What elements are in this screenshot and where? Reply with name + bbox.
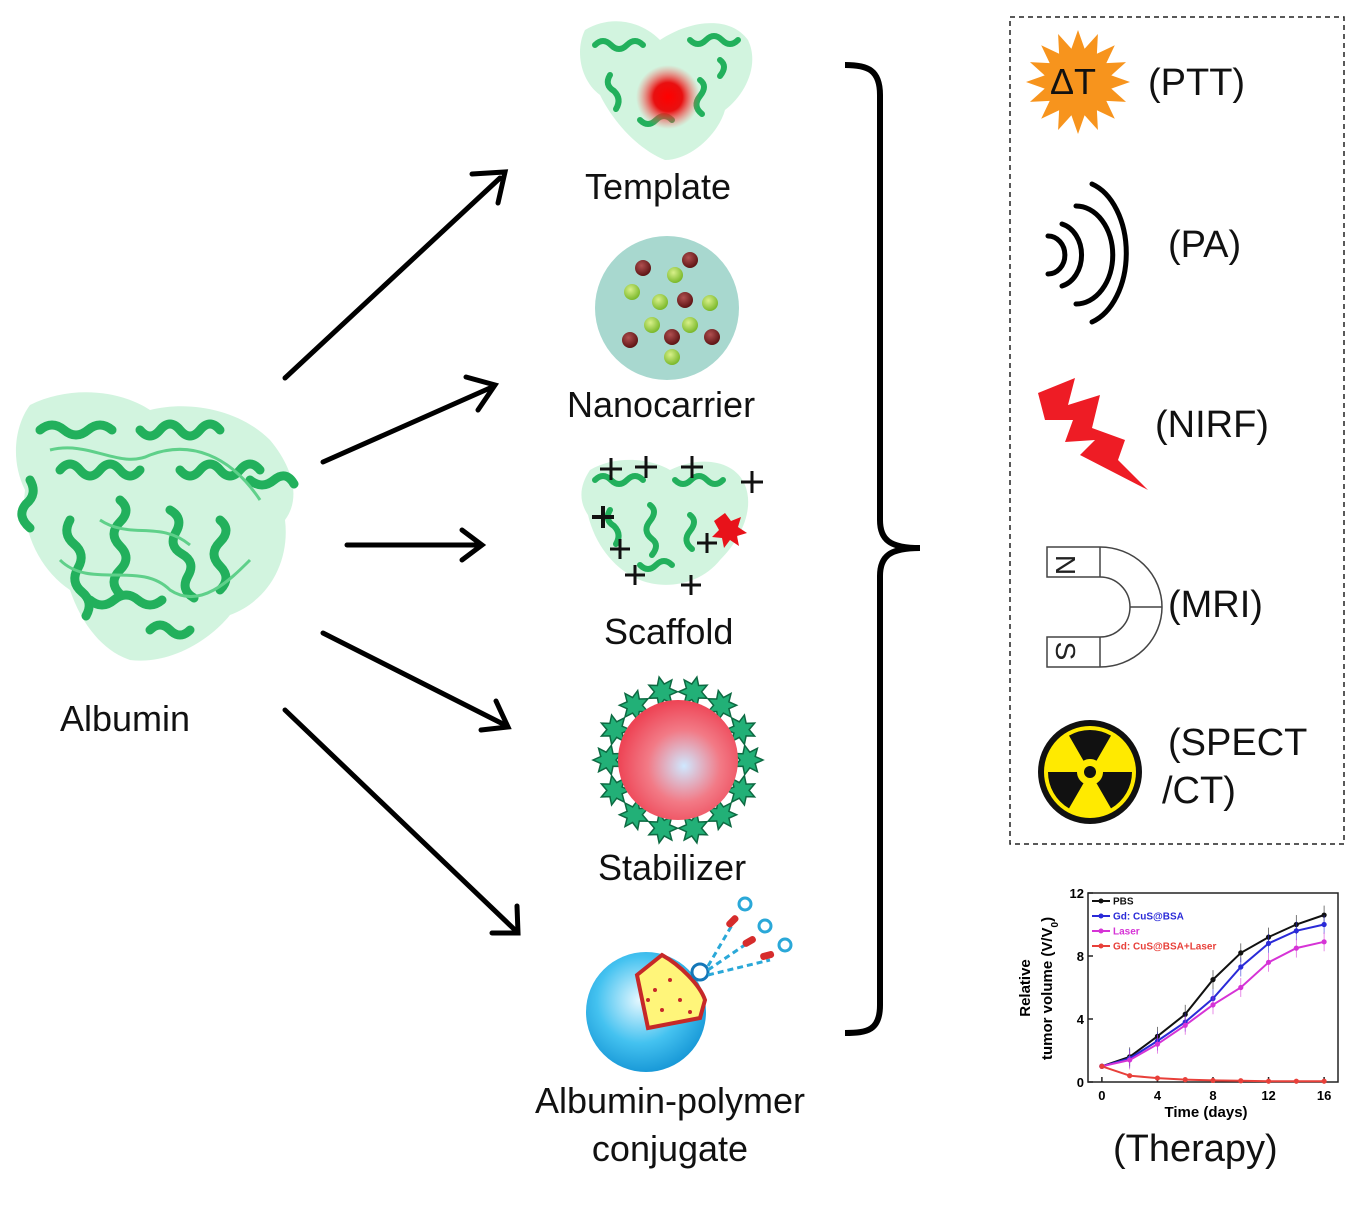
stabilizer-icon — [591, 675, 765, 845]
spect-label-line2: /CT) — [1162, 770, 1236, 812]
chart-y-tick-label: 8 — [1077, 949, 1084, 964]
scaffold-label: Scaffold — [604, 611, 734, 652]
spiky-ligand-icon — [647, 675, 680, 709]
chart-legend-marker — [1098, 898, 1104, 904]
spiky-ligand-icon — [617, 798, 650, 832]
spiky-ligand-icon — [647, 811, 680, 845]
lightning-bolt-icon — [1038, 378, 1148, 490]
spiky-ligand-icon — [591, 743, 624, 777]
chart-axis-ticks: 0 4 8 12 16 0 4 8 12 — [1070, 886, 1332, 1103]
chart-x-tick-label: 8 — [1209, 1088, 1216, 1103]
chart-legend-label: Gd: CuS@BSA — [1113, 912, 1184, 923]
nirf-label: (NIRF) — [1155, 404, 1269, 446]
chart-x-tick-label: 0 — [1098, 1088, 1105, 1103]
curly-brace — [844, 62, 921, 1036]
spiky-ligand-icon — [676, 675, 709, 709]
template-label: Template — [585, 166, 732, 207]
chart-y-axis-label-line1: Relative — [1017, 959, 1034, 1017]
spiky-ligand-icon — [706, 798, 739, 832]
arrow-to-template — [282, 175, 503, 381]
scaffold-protein-icon — [581, 456, 763, 595]
chart-data-point — [1293, 1078, 1299, 1084]
chart-x-axis-label: Time (days) — [1164, 1104, 1247, 1121]
arrow-to-stabilizer — [320, 630, 508, 728]
chart-data-point — [1154, 1075, 1161, 1081]
chart-y-tick-label: 0 — [1077, 1075, 1084, 1090]
spiky-ligand-icon — [617, 688, 650, 722]
chart-y-axis-label-main: tumor volume (V/V — [1039, 927, 1056, 1060]
nanocarrier-label: Nanocarrier — [567, 384, 756, 425]
chart-data-point — [1210, 1077, 1216, 1084]
radiation-icon — [1038, 720, 1142, 824]
mri-label: (MRI) — [1168, 584, 1263, 626]
arrow-to-conjugate — [282, 707, 518, 933]
spiky-ligand-icon — [676, 811, 709, 845]
albumin-label: Albumin — [60, 698, 191, 739]
chart-legend-marker — [1098, 943, 1104, 949]
chart-x-tick-label: 4 — [1154, 1088, 1162, 1103]
chart-data-point — [1321, 1078, 1327, 1084]
chart-data-point — [1238, 1078, 1244, 1084]
chart-series-group — [1099, 905, 1327, 1084]
conjugate-label-line1: Albumin-polymer — [534, 1080, 806, 1121]
albumin-polymer-conjugate-icon — [586, 896, 793, 1072]
chart-data-point — [1182, 1077, 1188, 1083]
plus-charge-icons — [592, 456, 763, 595]
ptt-label: (PTT) — [1148, 62, 1246, 104]
chart-legend-label: Gd: CuS@BSA+Laser — [1113, 942, 1216, 953]
albumin-protein-image — [15, 392, 299, 661]
chart-y-axis-label-close: ) — [1039, 917, 1056, 922]
therapy-label: (Therapy) — [1113, 1128, 1278, 1170]
sound-wave-icon — [1045, 181, 1129, 325]
chart-y-tick-label: 12 — [1070, 886, 1084, 901]
chart-data-point — [1127, 1073, 1133, 1079]
spiky-ligand-icon — [706, 688, 739, 722]
chart-x-tick-label: 12 — [1261, 1088, 1275, 1103]
chart-legend-marker — [1098, 913, 1104, 919]
chart-x-tick-label: 16 — [1317, 1088, 1331, 1103]
ptt-delta-t-symbol: ΔT — [1050, 61, 1097, 102]
nanocarrier-icon — [595, 236, 739, 380]
chart-y-axis-label-line2: tumor volume (V/V0) — [1039, 917, 1061, 1060]
red-star-icon — [712, 513, 747, 548]
conjugate-label-line2: conjugate — [591, 1128, 749, 1169]
starburst-icon — [1026, 30, 1130, 134]
chart-legend-label: PBS — [1113, 897, 1134, 908]
chart-data-point — [1099, 1063, 1105, 1069]
horseshoe-magnet-icon — [1046, 546, 1163, 668]
modalities-box — [1009, 16, 1345, 845]
spect-label-line1: (SPECT — [1168, 722, 1308, 764]
stabilizer-label: Stabilizer — [598, 847, 747, 888]
chart-data-point — [1265, 1078, 1272, 1084]
chart-legend-marker — [1098, 928, 1104, 934]
magnet-s-label: S — [1050, 641, 1081, 661]
chart-legend-label: Laser — [1113, 927, 1140, 938]
magnet-n-label: N — [1050, 554, 1081, 576]
chart-y-tick-label: 4 — [1077, 1012, 1085, 1027]
red-nanoparticle-icon — [636, 65, 700, 129]
chart-y-axis-label-sub: 0 — [1050, 921, 1061, 927]
spiky-ligand-icon — [732, 743, 765, 777]
pa-label: (PA) — [1168, 224, 1242, 266]
template-protein-icon — [580, 21, 753, 160]
arrow-to-nanocarrier — [320, 385, 493, 465]
arrows-to-roles — [282, 169, 521, 936]
